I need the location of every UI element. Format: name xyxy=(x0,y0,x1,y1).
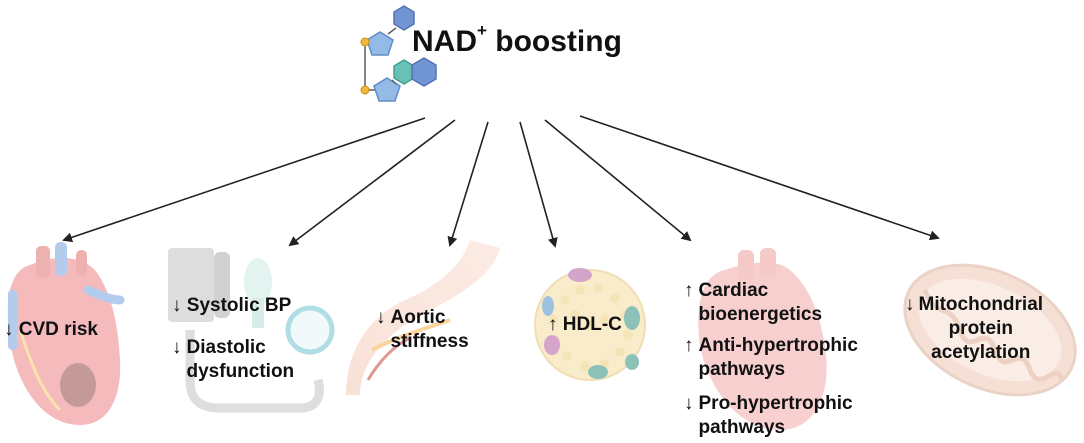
arrow-up-icon: ↑ xyxy=(684,280,694,301)
arrow-up-icon: ↑ xyxy=(548,314,558,335)
effect-label-cardiac-bioenergetics: Cardiac bioenergetics xyxy=(698,280,823,325)
arrow-to-lipoprotein xyxy=(519,121,558,248)
effect-label-hdl-c: HDL-C xyxy=(562,314,622,335)
effect-mitochondrial-acetylation: ↓ Mitochondrial protein acetylation xyxy=(905,293,1043,364)
effect-aortic-stiffness: ↓ Aortic stiffness xyxy=(376,306,469,354)
effect-label-anti-hypertrophic: Anti-hypertrophic pathways xyxy=(698,335,858,380)
heart-icon xyxy=(7,242,125,425)
effect-label-cvd-risk: CVD risk xyxy=(18,319,98,340)
effect-label-mitochondrial-acetylation: Mitochondrial protein acetylation xyxy=(918,294,1044,363)
effect-label-diastolic: Diastolic dysfunction xyxy=(186,337,295,382)
arrow-to-heart xyxy=(62,117,426,243)
nad-molecule-icon xyxy=(360,5,437,102)
artery-icon xyxy=(346,240,500,395)
mitochondrion-icon xyxy=(903,263,1077,397)
arrow-down-icon: ↓ xyxy=(4,319,14,340)
blood-pressure-monitor-icon xyxy=(168,248,335,413)
arrow-down-icon: ↓ xyxy=(376,307,386,328)
arrow-down-icon: ↓ xyxy=(172,337,182,358)
effect-label-systolic-bp: Systolic BP xyxy=(186,295,292,316)
arrow-to-heart-muscle xyxy=(544,119,692,242)
effect-hdl-c: ↑ HDL-C xyxy=(548,313,622,337)
arrow-up-icon: ↑ xyxy=(684,335,694,356)
arrow-down-icon: ↓ xyxy=(905,294,915,315)
arrow-to-mitochondria xyxy=(579,115,940,241)
lipoprotein-particle-icon xyxy=(534,268,646,381)
arrow-down-icon: ↓ xyxy=(684,393,694,414)
effect-anti-hypertrophic: ↑ Anti-hypertrophic pathways xyxy=(684,334,858,382)
effect-label-pro-hypertrophic: Pro-hypertrophic pathways xyxy=(698,393,853,438)
page-title: NAD+ boosting xyxy=(412,21,622,58)
effect-pro-hypertrophic: ↓ Pro-hypertrophic pathways xyxy=(684,392,853,440)
effect-diastolic: ↓ Diastolic dysfunction xyxy=(172,336,294,384)
arrow-to-aorta xyxy=(447,121,489,247)
effect-cardiac-bioenergetics: ↑ Cardiac bioenergetics xyxy=(684,279,822,327)
arrow-down-icon: ↓ xyxy=(172,295,182,316)
effect-label-aortic-stiffness: Aortic stiffness xyxy=(390,307,469,352)
arrow-to-blood-pressure xyxy=(288,119,456,247)
effect-systolic-bp: ↓ Systolic BP xyxy=(172,294,291,318)
effect-arrows xyxy=(62,115,940,248)
effect-heart: ↓ CVD risk xyxy=(4,318,98,342)
heart-outline-icon xyxy=(698,248,827,430)
